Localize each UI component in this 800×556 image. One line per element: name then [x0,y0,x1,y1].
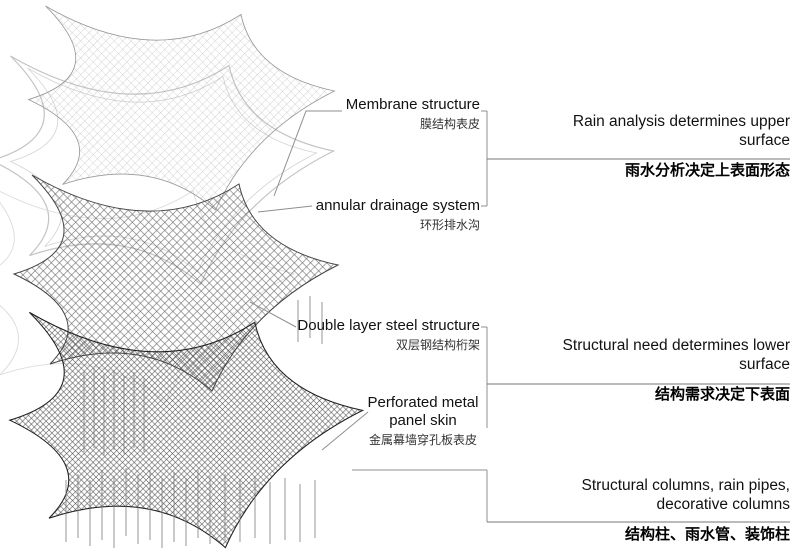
layer-label-membrane: Membrane structure 膜结构表皮 [346,96,480,131]
layer-label-steel-zh: 双层钢结构桁架 [395,338,480,352]
layer-label-membrane-en: Membrane structure [345,96,480,113]
annotation-structural-need-en: Structural need determines lower surface [562,337,790,373]
annotation-rain-analysis: Rain analysis determines upper surface 雨… [550,112,790,180]
layer-label-drainage-zh: 环形排水沟 [419,218,480,232]
layer-label-membrane-zh: 膜结构表皮 [419,117,480,131]
layer-label-panel-en: Perforated metal panel skin [367,394,479,429]
annotation-structural-need: Structural need determines lower surface… [550,336,790,404]
layer-label-panel-zh: 金属幕墙穿孔板表皮 [368,433,477,447]
layer-label-steel: Double layer steel structure 双层钢结构桁架 [297,317,480,352]
layer-label-drainage-en: annular drainage system [315,197,480,214]
annotation-rain-analysis-en: Rain analysis determines upper surface [572,113,790,149]
annotation-columns: Structural columns, rain pipes, decorati… [550,476,790,544]
annotation-rules [487,158,790,523]
layer-label-drainage: annular drainage system 环形排水沟 [316,197,480,232]
annotation-rain-analysis-zh: 雨水分析决定上表面形态 [624,162,790,179]
membrane-layer-shape [28,5,335,211]
layer-label-panel: Perforated metal panel skin 金属幕墙穿孔板表皮 [356,394,490,447]
annotation-columns-zh: 结构柱、雨水管、装饰柱 [624,526,790,543]
annotation-columns-en: Structural columns, rain pipes, decorati… [581,477,790,513]
annotation-structural-need-zh: 结构需求决定下表面 [654,386,790,403]
structural-columns-lines [65,296,323,548]
layer-label-steel-en: Double layer steel structure [297,317,480,334]
